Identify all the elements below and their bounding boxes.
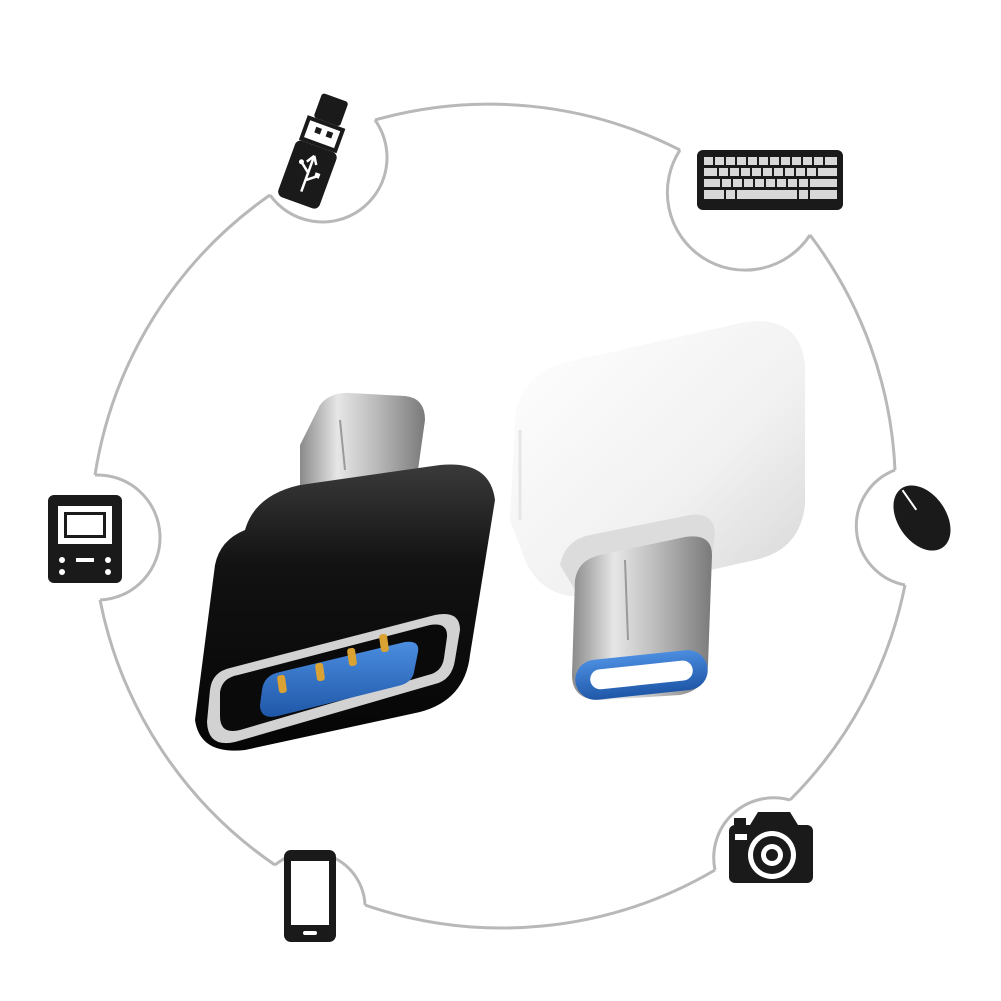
circle-outline — [93, 102, 907, 930]
game-console-icon — [48, 495, 122, 583]
mouse-icon — [893, 485, 951, 551]
keyboard-icon — [697, 150, 843, 210]
black-adapter — [195, 392, 495, 751]
usb-flash-drive-icon — [278, 93, 348, 209]
white-adapter — [510, 321, 805, 700]
camera-icon — [729, 812, 813, 883]
smartphone-icon — [284, 850, 336, 942]
